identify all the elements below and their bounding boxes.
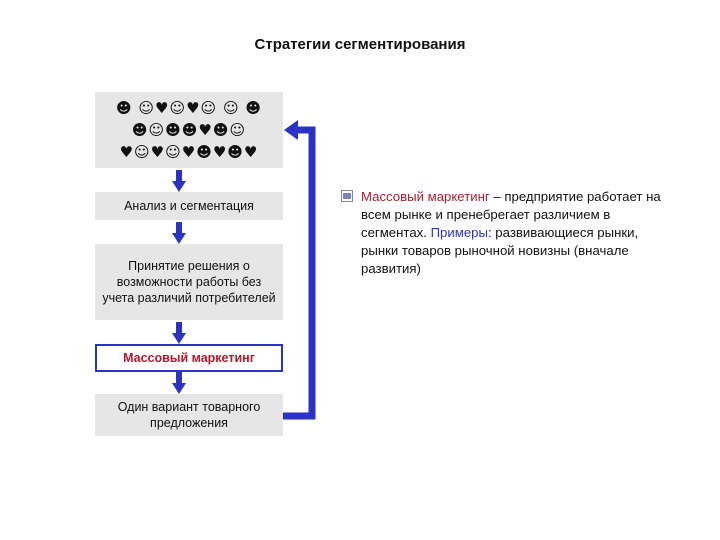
offer-box: Один вариант товарного предложения [95, 394, 283, 436]
bullet-icon [341, 190, 353, 202]
down-arrow-icon [172, 170, 186, 192]
symbols-row-2: ☻☺☻☻♥☻☺ [131, 121, 247, 139]
term-label: Массовый маркетинг [361, 189, 490, 204]
description-text: Массовый маркетинг – предприятие работае… [361, 188, 671, 278]
decision-box: Принятие решения о возможности работы бе… [95, 244, 283, 320]
examples-text: : развивающиеся рынки, рынки товаров рын… [361, 225, 639, 276]
down-arrow-icon [172, 372, 186, 394]
examples-label: Примеры [430, 225, 488, 240]
symbols-row-1: ☻ ☺♥☺♥☺ ☺ ☻ [115, 99, 263, 117]
down-arrow-icon [172, 222, 186, 244]
description-panel: Массовый маркетинг – предприятие работае… [341, 188, 671, 278]
consumers-symbols-box: ☻ ☺♥☺♥☺ ☺ ☻ ☻☺☻☻♥☻☺ ♥☺♥☺♥☻♥☻♥ [95, 92, 283, 168]
term-dash: – [489, 189, 505, 204]
symbols-row-3: ♥☺♥☺♥☻♥☻♥ [119, 143, 259, 161]
down-arrow-icon [172, 322, 186, 344]
mass-marketing-box: Массовый маркетинг [95, 344, 283, 372]
diagram-title: Стратегии сегментирования [254, 36, 466, 53]
analysis-box: Анализ и сегментация [95, 192, 283, 220]
definition-text: предприятие работает на всем рынке и пре… [361, 189, 661, 240]
